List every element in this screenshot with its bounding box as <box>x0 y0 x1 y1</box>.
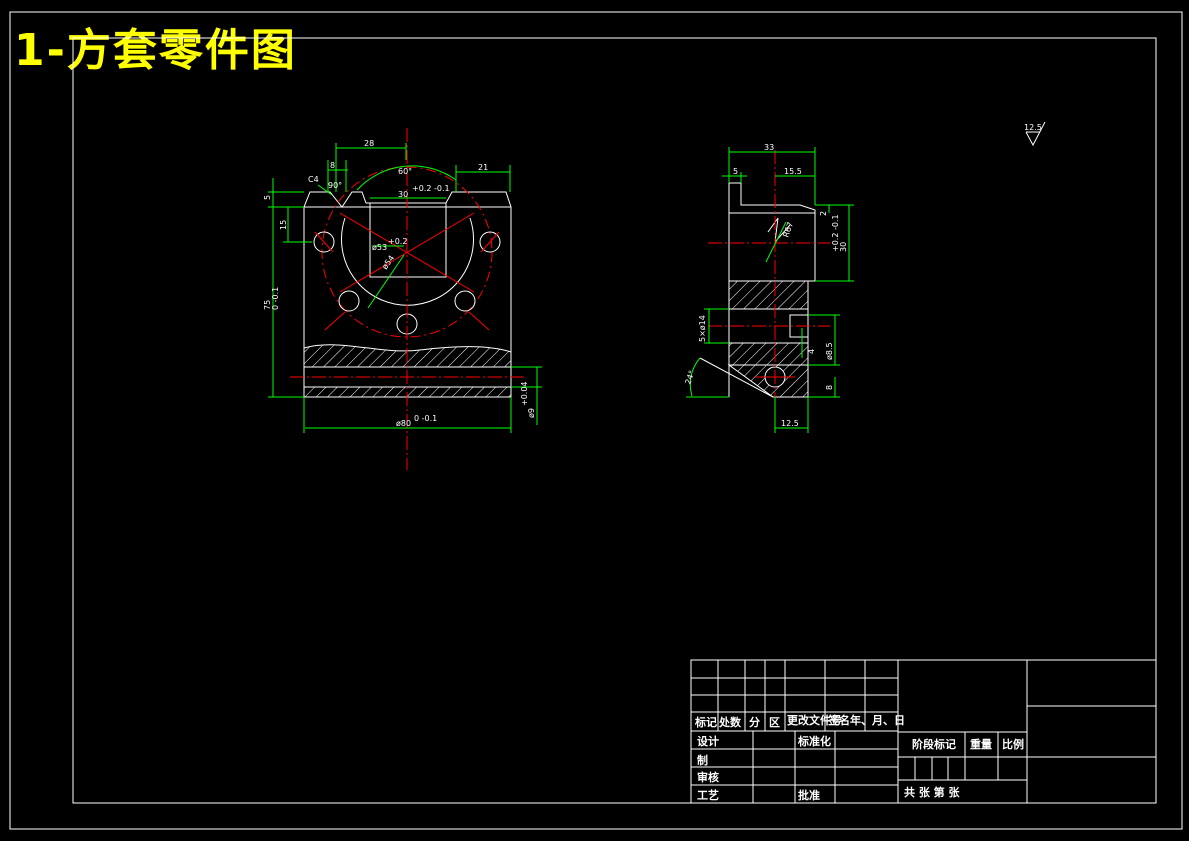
dim-4: 4 <box>807 349 816 354</box>
tb-approve: 批准 <box>798 788 820 802</box>
tb-process: 工艺 <box>697 788 719 802</box>
tb-date: 年、月、日 <box>850 713 905 727</box>
dim-30-side-tol: +0.2 -0.1 <box>831 214 840 252</box>
dim-75-tol: 0 -0.1 <box>271 287 280 310</box>
tb-zone: 区 <box>769 716 780 729</box>
tb-signature: 签名 <box>827 713 850 727</box>
dim-5: 5 <box>263 195 272 200</box>
dim-80-tol: 0 -0.1 <box>414 414 437 423</box>
front-slot <box>369 203 447 278</box>
dim-2: 2 <box>819 211 828 216</box>
dim-15: 15 <box>279 220 288 230</box>
dim-60deg: 60° <box>398 167 412 176</box>
front-outline <box>303 191 512 398</box>
drawing-title: 1-方套零件图 <box>14 25 297 76</box>
dim-53-tol: +0.2 <box>388 237 407 246</box>
title-block <box>690 659 1157 804</box>
dim-30-tol: +0.2 -0.1 <box>412 184 450 193</box>
tb-partition: 分 <box>749 715 760 729</box>
title-block-text: 标记 处数 分 区 更改文件号 签名 年、月、日 设计 标准化 制 审核 工艺 … <box>694 713 1024 802</box>
roughness-symbol: 12.5 <box>1024 121 1046 147</box>
dim-15-5: 15.5 <box>784 167 802 176</box>
dim-53: ø53 <box>372 243 387 252</box>
dim-12-5: 12.5 <box>781 419 799 428</box>
dim-30: 30 <box>398 190 408 199</box>
tb-weight: 重量 <box>970 737 992 751</box>
dim-30-side: 30 <box>839 242 848 252</box>
dim-5-side: 5 <box>733 167 738 176</box>
tb-design: 设计 <box>697 734 719 748</box>
roughness-value: 12.5 <box>1024 123 1042 132</box>
dim-8: 8 <box>330 161 335 170</box>
hole <box>338 290 360 312</box>
dim-r67: R67 <box>781 221 795 239</box>
tb-change-doc: 更改文件号 <box>787 713 842 727</box>
dim-9-tol: +0.04 <box>520 381 529 406</box>
tb-standardize: 标准化 <box>797 734 831 748</box>
tb-check: 审核 <box>697 770 719 784</box>
tb-stage: 阶段标记 <box>912 737 956 751</box>
tb-scale: 比例 <box>1002 737 1024 751</box>
dim-8-5: ø8.5 <box>825 342 834 360</box>
outer-border <box>9 11 1183 830</box>
front-view <box>268 128 542 470</box>
dim-c4: C4 <box>308 175 319 184</box>
dim-90deg: 90° <box>328 181 342 190</box>
dim-75: 75 <box>263 300 272 310</box>
dim-9: ø9 <box>527 408 536 418</box>
tb-count: 处数 <box>718 715 742 729</box>
dim-54: ø54 <box>380 254 396 272</box>
dim-21: 21 <box>478 163 488 172</box>
dim-8-side: 8 <box>825 385 834 390</box>
tb-sheets: 共 张 第 张 <box>904 785 960 799</box>
dim-80: ø80 <box>396 419 411 428</box>
tb-mark: 标记 <box>694 715 717 729</box>
dim-33: 33 <box>764 143 774 152</box>
dim-5x14: 5×ø14 <box>698 315 707 342</box>
hole <box>454 290 476 312</box>
dim-24deg: 24° <box>683 369 696 385</box>
side-view <box>686 147 854 433</box>
inner-border <box>72 37 1157 804</box>
tb-draw: 制 <box>697 753 708 767</box>
hole <box>479 231 501 253</box>
hole <box>313 231 335 253</box>
dim-28: 28 <box>364 139 374 148</box>
